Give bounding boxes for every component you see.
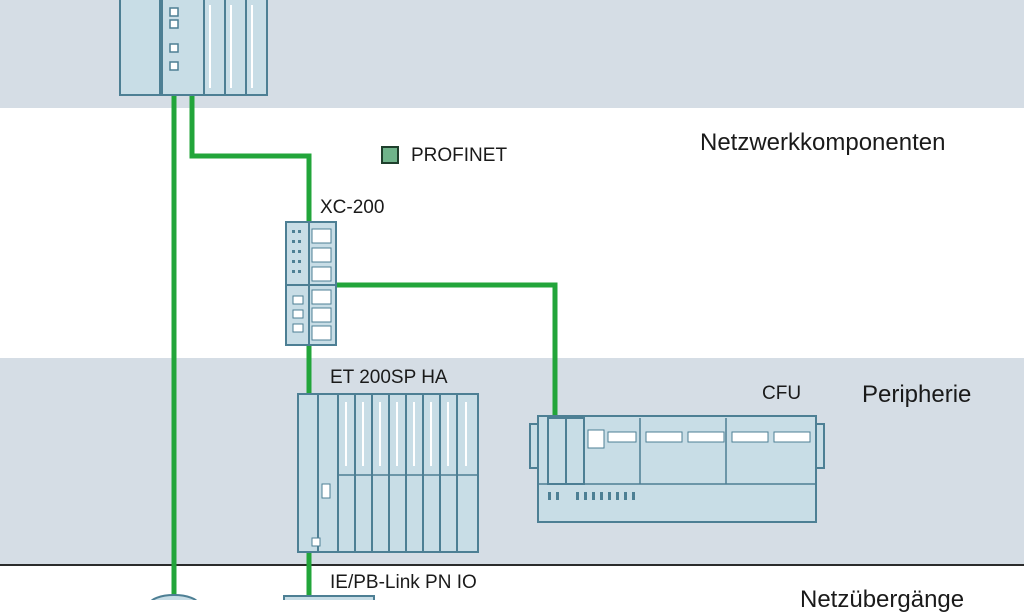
section-label-network: Netzwerkkomponenten	[700, 129, 946, 156]
profinet-cable-switch-to-cfu	[336, 282, 558, 416]
profinet-legend-swatch	[381, 146, 399, 164]
pn-link-label: IE/PB-Link PN IO	[330, 572, 477, 593]
gateway-divider	[0, 564, 1024, 566]
et200sp-label: ET 200SP HA	[330, 367, 448, 388]
switch-label: XC-200	[320, 197, 385, 218]
switch-device	[285, 221, 337, 346]
gateway-device-left	[150, 594, 198, 600]
profinet-legend-label: PROFINET	[411, 145, 508, 166]
periphery-band	[0, 358, 1024, 564]
section-label-gateways: Netzübergänge	[800, 586, 965, 613]
section-label-periphery: Peripherie	[862, 381, 972, 408]
pn-link-device	[283, 595, 375, 600]
profinet-cable-controller-to-switch	[189, 95, 312, 222]
et200sp-device	[297, 393, 479, 553]
controller-device	[119, 0, 268, 96]
cfu-device	[529, 415, 825, 523]
network-diagram	[119, 0, 825, 600]
cfu-label: CFU	[762, 383, 802, 404]
